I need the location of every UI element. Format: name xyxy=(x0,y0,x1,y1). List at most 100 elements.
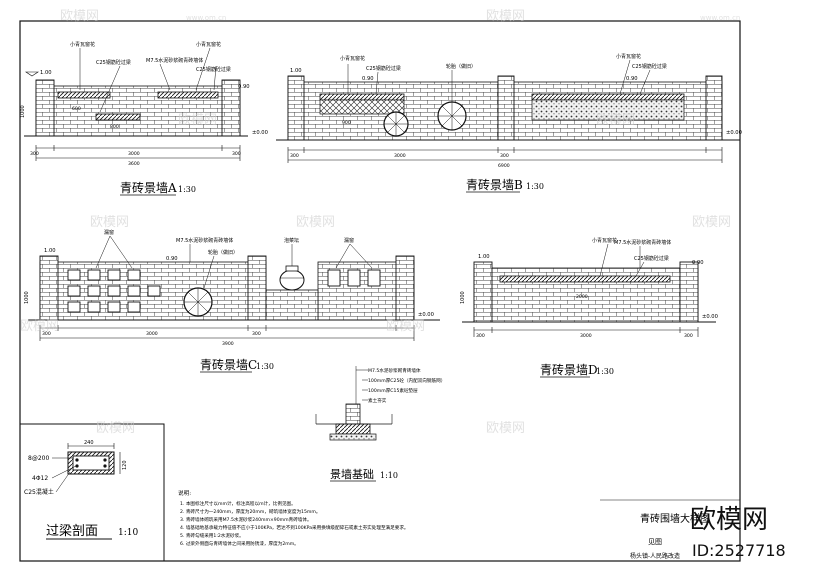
watermark-brand-4: 欧模网 xyxy=(596,113,635,128)
callout-d-mortar: M7.5水泥砂浆砌青砖墙体 xyxy=(614,239,671,246)
callout-c-jar: 泡菜坛 xyxy=(284,237,299,244)
dim-a-inner: 800 xyxy=(110,124,119,130)
watermark-brand-11: 欧模网 xyxy=(486,421,525,436)
watermark-brand-2: 欧模网 xyxy=(486,9,525,24)
elevation-c: 1.00 ±0.00 0.90 1000 漏窗 M7.5水泥砂浆砌青砖墙体 轮胎… xyxy=(24,229,440,373)
wall-b-gravel xyxy=(531,99,685,121)
dim-b-center: 3000 xyxy=(394,153,406,159)
foundation-detail: M7.5水泥砂浆砌青砖墙体 100mm厚C25砼（内配双向钢筋网） 100mm厚… xyxy=(315,366,445,482)
dim-c-center: 3000 xyxy=(146,331,158,337)
beam-height: 120 xyxy=(122,460,128,470)
watermark-brand-10: 欧模网 xyxy=(96,421,135,436)
dim-c-total: 3900 xyxy=(222,341,234,347)
elevation-b: 1.00 ±0.00 0.90 0.90 小青瓦窗花 C25钢筋砼过梁 轮胎（做… xyxy=(276,53,742,193)
wall-d-pier-right xyxy=(679,261,699,323)
wall-b-pier-1 xyxy=(287,75,305,141)
elev-d-ground: ±0.00 xyxy=(702,314,718,320)
title-foundation: 景墙基础 xyxy=(330,467,374,481)
callout-a-mortar: M7.5水泥砂浆砌青砖墙体 xyxy=(146,57,203,64)
title-a: 青砖景墙A xyxy=(120,180,177,195)
watermark-brand-3: 欧模网 xyxy=(178,113,217,128)
wall-c-pier-1 xyxy=(39,255,59,321)
elev-b-ground: ±0.00 xyxy=(726,130,742,136)
beam-rebar: 4Φ12 xyxy=(32,475,48,482)
wall-a-beam xyxy=(95,113,141,121)
dim-c-right: 300 xyxy=(252,331,261,337)
foundation-note-2: 100mm厚C25砼（内配双向钢筋网） xyxy=(368,377,445,384)
elevation-d: 1.00 ±0.00 0.90 1000 小青瓦窗花 M7.5水泥砂浆砌青砖墙体… xyxy=(460,237,718,378)
wall-b-lattice xyxy=(319,99,405,115)
dim-b-inner: 900 xyxy=(342,120,351,126)
dim-d-inner: 2000 xyxy=(576,294,588,300)
scale-b: 1:30 xyxy=(526,182,544,191)
callout-a-beam-right: C25钢筋砼过梁 xyxy=(196,66,231,73)
wall-c-pier-2 xyxy=(247,255,267,321)
callout-a-window-right: 小青瓦窗花 xyxy=(196,41,221,48)
dim-a-mid: 600 xyxy=(72,106,81,112)
elevation-a: 1.00 ±0.00 0.90 1000 小青瓦窗花 C25钢筋砼过梁 M7.5… xyxy=(20,41,268,196)
dim-d-left: 300 xyxy=(476,333,485,339)
title-c: 青砖景墙C xyxy=(200,357,257,372)
beam-stirrup: 8@200 xyxy=(28,455,49,462)
callout-a-beam: C25钢筋砼过梁 xyxy=(96,59,131,66)
note-line-4: 4. 墙基础地基承载力特征值不应小于100KPa，若达不到100KPa采用换填级… xyxy=(180,524,409,531)
elev-c-ground: ±0.00 xyxy=(418,312,434,318)
watermarks: 欧模网 欧模网 www.om.cn www.om.cn 欧模网 欧模网 欧模网 … xyxy=(20,9,786,560)
wall-b-window-right xyxy=(531,93,685,101)
title-d: 青砖景墙D xyxy=(540,362,598,377)
title-block: 青砖围墙大样图 见图 杨头镇-人民路改造 xyxy=(600,499,740,560)
watermark-brand-main: 欧模网 xyxy=(690,505,768,535)
dim-a-total: 3600 xyxy=(128,161,140,167)
beam-section: 240 120 8@200 4Φ12 C25混凝土 过梁剖面 1:10 xyxy=(19,423,165,562)
scale-a: 1:30 xyxy=(178,185,196,194)
watermark-brand-9: 欧模网 xyxy=(386,319,425,334)
callout-c-glaze-right: 漏窗 xyxy=(344,237,354,244)
sheet-frame xyxy=(19,20,741,562)
dim-b-left: 300 xyxy=(290,153,299,159)
elev-d-top: 1.00 xyxy=(478,254,490,260)
note-line-6: 6. 过梁外侧面与青砖墙体之间采用防锈漆，厚度为2mm。 xyxy=(180,540,299,547)
watermark-brand-1: 欧模网 xyxy=(60,9,99,24)
wall-c-pier-3 xyxy=(395,255,415,321)
dim-b-right: 300 xyxy=(500,153,509,159)
wall-a-window-left xyxy=(57,91,111,99)
scale-foundation: 1:10 xyxy=(380,471,398,480)
title-beam: 过梁剖面 xyxy=(46,524,98,539)
callout-d-beam: C25钢筋砼过梁 xyxy=(634,255,669,262)
elev-b-mid: 0.90 xyxy=(362,76,374,82)
callout-c-glaze: 漏窗 xyxy=(104,229,114,236)
callout-b-window: 小青瓦窗花 xyxy=(340,55,365,62)
scale-c: 1:30 xyxy=(256,362,274,371)
watermark-id: ID:2527718 xyxy=(692,541,786,560)
watermark-brand-7: 欧模网 xyxy=(692,215,731,230)
wall-b-pier-3 xyxy=(705,75,723,141)
beam-concrete: C25混凝土 xyxy=(24,488,54,496)
scale-beam: 1:10 xyxy=(118,528,138,538)
wall-d-pier-left xyxy=(473,261,493,323)
sheet-project: 杨头镇-人民路改造 xyxy=(630,552,680,560)
elev-c-mid: 0.90 xyxy=(166,256,178,262)
wall-b-window xyxy=(319,93,405,101)
foundation-note-3: 100mm厚C15素砼垫层 xyxy=(368,387,418,394)
general-notes: 说明: 1. 本图标注尺寸以mm计，标注高程以m计，比例见图。 2. 青砖尺寸为… xyxy=(178,489,409,547)
dim-a-center: 3000 xyxy=(128,151,140,157)
dim-a-left: 300 xyxy=(30,151,39,157)
dim-d-right: 300 xyxy=(684,333,693,339)
wall-b-pier-2 xyxy=(497,75,515,141)
title-b: 青砖景墙B xyxy=(466,177,523,192)
elev-c-top: 1.00 xyxy=(44,248,56,254)
wall-a-window-right xyxy=(157,91,219,99)
beam-width: 240 xyxy=(84,440,94,446)
elev-a-ground: ±0.00 xyxy=(252,130,268,136)
pickle-jar-icon xyxy=(279,265,305,291)
callout-b-window-right: 小青瓦窗花 xyxy=(616,53,641,60)
callout-b-beam-right: C25钢筋砼过梁 xyxy=(632,63,667,70)
callout-d-window: 小青瓦窗花 xyxy=(592,237,617,244)
sheet-title: 青砖围墙大样图 xyxy=(640,512,710,525)
note-line-2: 2. 青砖尺寸为一240mm，厚度为20mm，砌筑墙体宽度为15mm。 xyxy=(180,508,320,515)
foundation-note-1: M7.5水泥砂浆砌青砖墙体 xyxy=(368,367,421,374)
watermark-brand-8: 欧模网 xyxy=(20,319,59,334)
wall-c-openings xyxy=(67,269,381,313)
note-line-1: 1. 本图标注尺寸以mm计，标注高程以m计，比例见图。 xyxy=(180,500,296,507)
